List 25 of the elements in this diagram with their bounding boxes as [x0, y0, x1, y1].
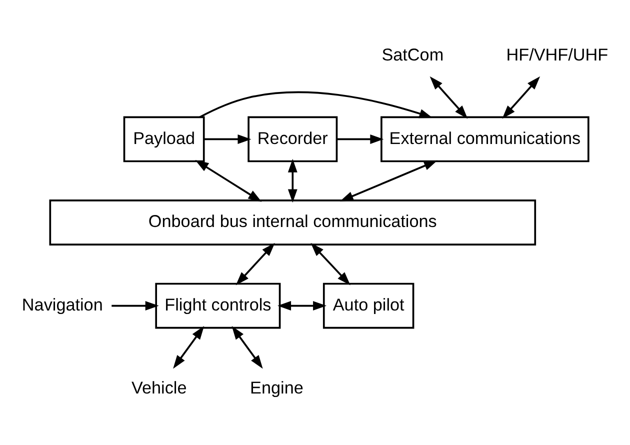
arrow: [430, 76, 468, 119]
arrow: [236, 242, 275, 286]
node-box: Payload: [123, 116, 205, 162]
node-text: Engine: [250, 378, 304, 398]
arrow: [173, 326, 204, 369]
arrow: [112, 301, 159, 310]
arrow: [336, 134, 384, 144]
node-text: SatCom: [382, 44, 444, 64]
node-text: Navigation: [22, 294, 103, 314]
node-box: External communications: [380, 116, 590, 162]
node-text: Vehicle: [132, 378, 187, 398]
arrow: [204, 134, 252, 144]
arrow: [199, 91, 433, 118]
node-box: Onboard bus internal communications: [49, 200, 536, 246]
node-box: Flight controls: [155, 282, 281, 329]
arrow: [340, 160, 438, 202]
node-box: Recorder: [248, 116, 338, 162]
arrow: [310, 242, 350, 286]
arrow: [195, 160, 262, 202]
arrow: [288, 158, 298, 203]
arrow: [502, 76, 540, 119]
arrow: [232, 326, 263, 369]
node-text: HF/VHF/UHF: [506, 44, 608, 64]
arrow: [278, 301, 327, 310]
node-box: Auto pilot: [322, 282, 414, 329]
